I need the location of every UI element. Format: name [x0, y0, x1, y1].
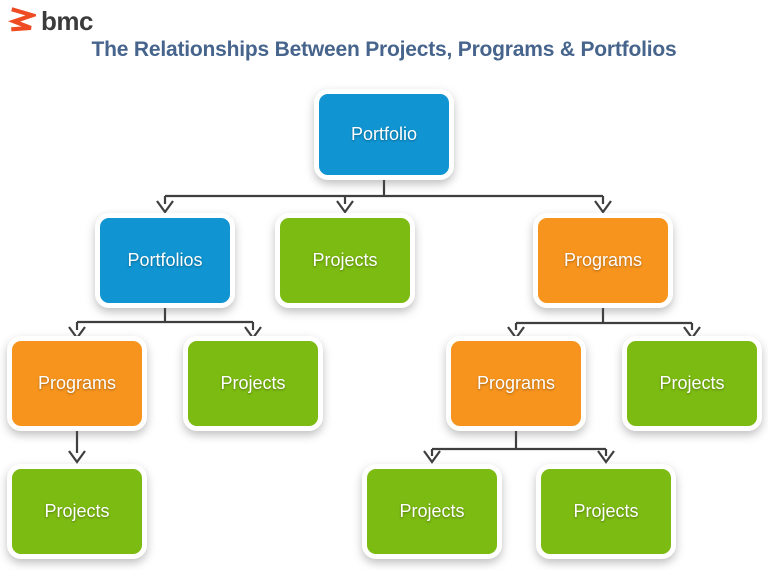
- node-label: Portfolio: [350, 124, 418, 144]
- node-projects-l4c: Projects: [536, 464, 676, 559]
- node-label: Programs: [563, 250, 643, 270]
- node-projects-l3b: Projects: [622, 336, 762, 431]
- page-title: The Relationships Between Projects, Prog…: [91, 38, 677, 61]
- node-projects-l2: Projects: [275, 213, 415, 308]
- node-label: Projects: [399, 501, 465, 521]
- node-programs-l2: Programs: [533, 213, 673, 308]
- node-label: Projects: [220, 373, 286, 393]
- node-label: Portfolios: [127, 250, 203, 270]
- node-projects-l4a: Projects: [7, 464, 147, 559]
- edges-level1-2: [156, 176, 612, 214]
- node-label: Projects: [573, 501, 639, 521]
- node-label: Programs: [37, 373, 117, 393]
- node-portfolios-l2: Portfolios: [95, 213, 235, 308]
- bmc-logo-text: bmc: [41, 5, 93, 36]
- edges-portfolios-children: [68, 304, 262, 340]
- node-label: Projects: [44, 501, 110, 521]
- node-label: Programs: [476, 373, 556, 393]
- bmc-logo-icon: [8, 7, 36, 32]
- edges-programs3b-children: [423, 428, 615, 464]
- node-programs-l3b: Programs: [446, 336, 586, 431]
- bmc-logo: bmc: [8, 5, 93, 34]
- node-label: Projects: [659, 373, 725, 393]
- node-label: Projects: [312, 250, 378, 270]
- edge-programs3a-projects: [68, 428, 86, 464]
- node-projects-l3a: Projects: [183, 336, 323, 431]
- node-programs-l3a: Programs: [7, 336, 147, 431]
- node-projects-l4b: Projects: [362, 464, 502, 559]
- node-portfolio-l1: Portfolio: [314, 89, 454, 180]
- edges-programs2-children: [507, 304, 701, 340]
